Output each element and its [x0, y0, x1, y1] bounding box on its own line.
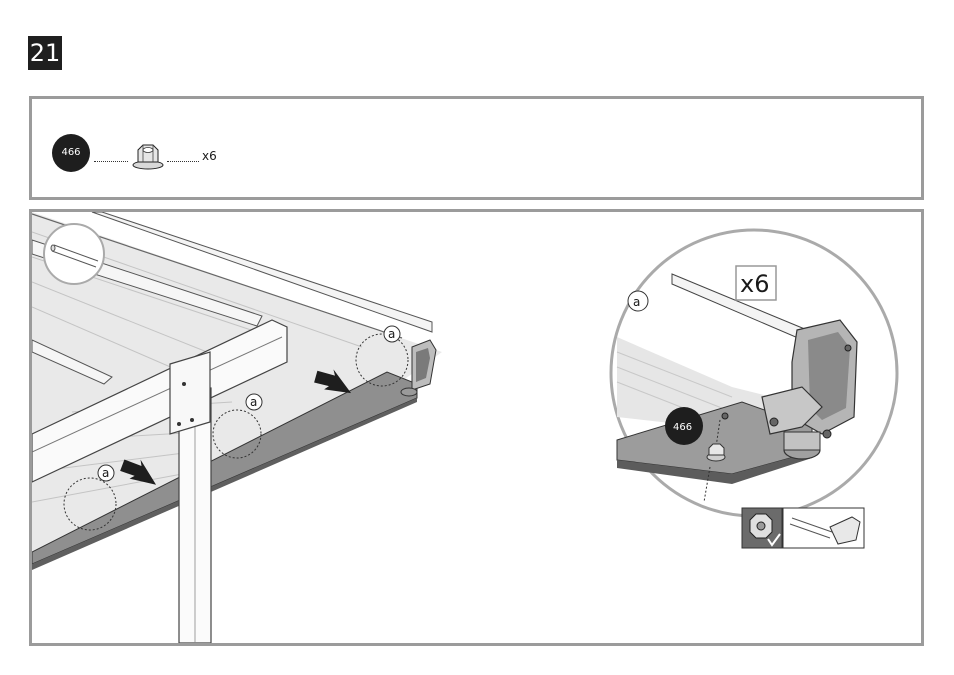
assembly-diagram-panel: a a a: [29, 209, 924, 646]
quantity-box: x6: [736, 266, 776, 300]
leader-line: [167, 161, 199, 162]
hex-nut-tightened-icon: [742, 508, 782, 548]
part-id-badge: 466: [52, 134, 90, 172]
svg-text:a: a: [250, 395, 257, 409]
callout-marker: a: [246, 394, 262, 410]
callout-marker: a: [98, 465, 114, 481]
callout-marker: a: [384, 326, 400, 342]
part-quantity: x6: [202, 149, 217, 163]
callout-marker: a: [628, 291, 648, 311]
hex-flange-nut-icon: [131, 142, 165, 170]
svg-text:x6: x6: [740, 270, 769, 298]
parts-list-panel: 466 x6: [29, 96, 924, 200]
svg-text:a: a: [388, 327, 395, 341]
inset-circle: [44, 224, 104, 284]
part-id-badge: 466: [665, 407, 703, 445]
leader-line: [94, 161, 128, 162]
svg-text:a: a: [633, 295, 640, 309]
svg-text:466: 466: [673, 422, 692, 433]
hand-screwdriver-icon: [783, 508, 864, 548]
step-number-badge: 21: [28, 36, 62, 70]
assembly-illustration: a a a: [32, 212, 921, 643]
svg-text:a: a: [102, 466, 109, 480]
